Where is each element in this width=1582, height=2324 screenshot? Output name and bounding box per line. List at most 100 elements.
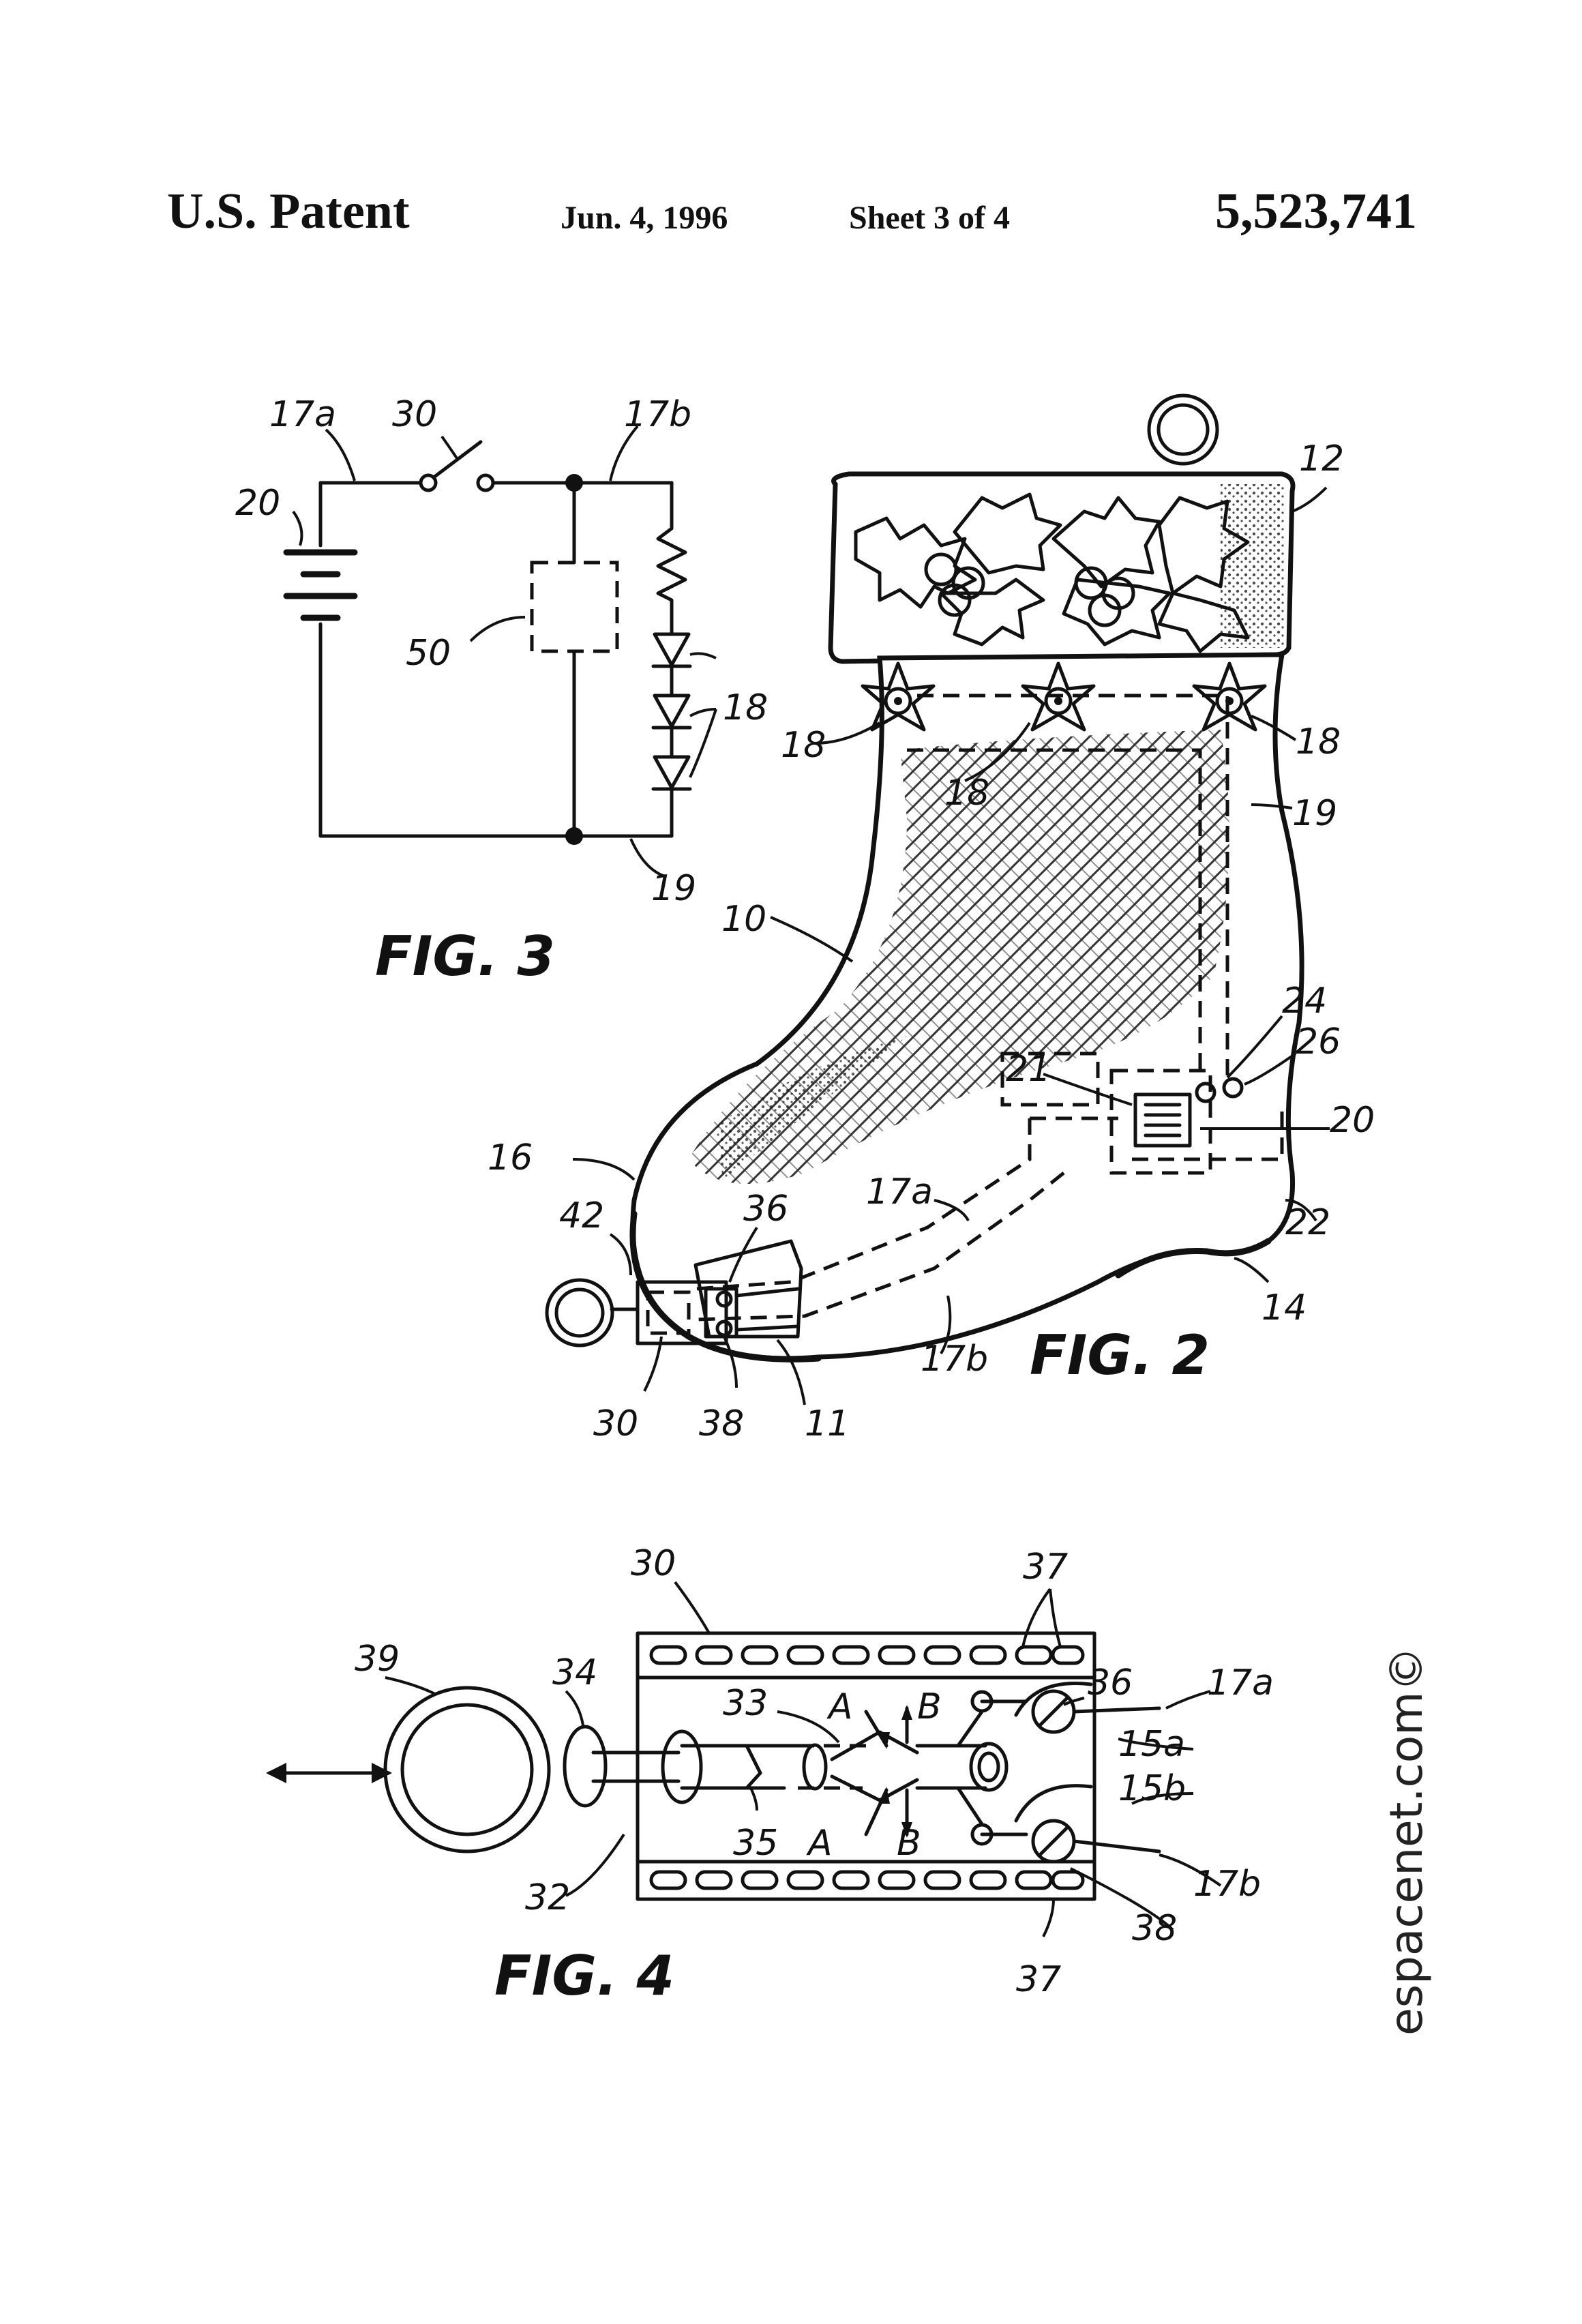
wire-17a [1072,1706,1161,1714]
label-B-bottom: B [897,1823,921,1864]
fig2-stocking: 12 18 18 18 19 10 24 26 21 20 16 17a 22 … [488,393,1375,1444]
holly-leaf [953,492,1062,575]
holly-leaf [939,578,1045,646]
label-17a: 17a [1207,1663,1274,1703]
label-17b: 17b [921,1339,988,1380]
plunger-35 [745,1744,762,1790]
label-42: 42 [559,1195,604,1236]
wire-17a [318,481,421,486]
contact-spring-33 [830,1730,919,1802]
vent-slots-37-bottom [649,1870,1085,1890]
label-15b: 15b [1118,1768,1186,1809]
label-30: 30 [593,1403,638,1444]
label-19: 19 [1292,793,1337,834]
switch-contact-left [419,473,438,492]
fig4-caption: FIG. 4 [494,1944,674,2008]
star-light-18 [861,661,936,732]
label-19: 19 [651,868,696,909]
holly-berry [1088,593,1122,627]
label-33: 33 [723,1683,768,1724]
label-18: 18 [723,687,768,728]
label-A-top: A [826,1686,853,1727]
battery-box-22 [1109,1069,1212,1175]
label-36: 36 [743,1189,788,1230]
label-37b: 37 [1016,1959,1061,2000]
vent-slots-37-top [649,1645,1085,1665]
label-22: 22 [1285,1202,1330,1243]
pull-ring-39 [383,1686,551,1853]
holly-leaf [1157,496,1250,595]
screw-38 [715,1320,733,1337]
contact-tube [969,1742,1009,1792]
header-patent-label: U.S. Patent [167,183,410,239]
label-30: 30 [631,1543,676,1584]
led-diode-2 [653,694,691,728]
watermark: espacenet.com© [1380,1647,1433,2036]
terminal-26 [1222,1077,1244,1099]
fig4-switch: 30 37 39 34 36 17a 33 A B 15a 15b 35 A B… [266,1543,1274,2008]
label-12: 12 [1299,438,1344,479]
led-diode-1 [653,632,691,667]
switch-30 [636,1280,728,1345]
label-17a: 17a [866,1172,933,1212]
label-A-bottom: A [806,1823,833,1864]
label-B-top: B [917,1686,942,1727]
label-35: 35 [733,1823,778,1864]
fig3-circuit: 17a 30 17b 20 50 18 19 FIG. 3 [235,394,768,988]
label-21: 21 [1006,1049,1051,1090]
wire-17a-hidden [695,1118,1032,1291]
plunger-head-34 [563,1725,608,1808]
wire-19 [318,622,674,838]
label-17a: 17a [269,394,336,435]
fig2-caption: FIG. 2 [1030,1324,1210,1387]
stocking-toe-16 [629,1210,822,1362]
holly-berry [924,552,958,586]
label-24: 24 [1282,981,1327,1022]
header-patent-number: 5,523,741 [1215,183,1417,239]
label-38: 38 [1132,1908,1177,1949]
pull-ring [545,1278,614,1347]
fig3-caption: FIG. 3 [375,925,555,988]
label-50: 50 [406,633,451,674]
label-18c: 18 [1296,721,1341,762]
battery-20 [1133,1092,1192,1148]
label-39: 39 [355,1639,400,1680]
terminal-24 [1195,1082,1217,1103]
stocking-heel-14 [1115,1238,1272,1279]
label-26: 26 [1296,1022,1341,1062]
wire-hidden [907,748,1202,1077]
holly-leaf [1157,591,1250,653]
wire-17b-hidden [695,1172,1065,1322]
optional-circuit-50 [530,561,619,653]
label-18a: 18 [781,725,826,766]
stocking-cuff-12 [828,471,1296,664]
label-20: 20 [235,483,280,524]
battery-holder-21 [1000,1052,1100,1107]
resistor [656,481,687,636]
label-11: 11 [805,1403,850,1444]
screw-36 [715,1290,733,1308]
label-20: 20 [1330,1100,1375,1141]
label-38: 38 [699,1403,744,1444]
label-10: 10 [721,899,766,940]
led-diode-3 [653,755,691,790]
label-17b: 17b [1193,1864,1261,1905]
label-16: 16 [488,1137,533,1178]
label-32: 32 [525,1877,570,1918]
label-37a: 37 [1023,1547,1068,1588]
label-14: 14 [1262,1287,1307,1328]
holly-berry [938,583,972,617]
switch-housing [704,1287,738,1339]
header-date: Jun. 4, 1996 [561,200,728,236]
switch-housing-30 [636,1631,1096,1901]
star-light-18 [1021,661,1096,732]
label-15a: 15a [1118,1724,1185,1765]
label-18b: 18 [944,773,989,814]
wire-17b [1072,1839,1161,1853]
hanging-ring [1147,393,1219,466]
switch-contact-right [476,473,495,492]
holly-leaf [1062,578,1171,646]
label-34: 34 [552,1652,597,1693]
header-sheet: Sheet 3 of 4 [849,200,1010,236]
